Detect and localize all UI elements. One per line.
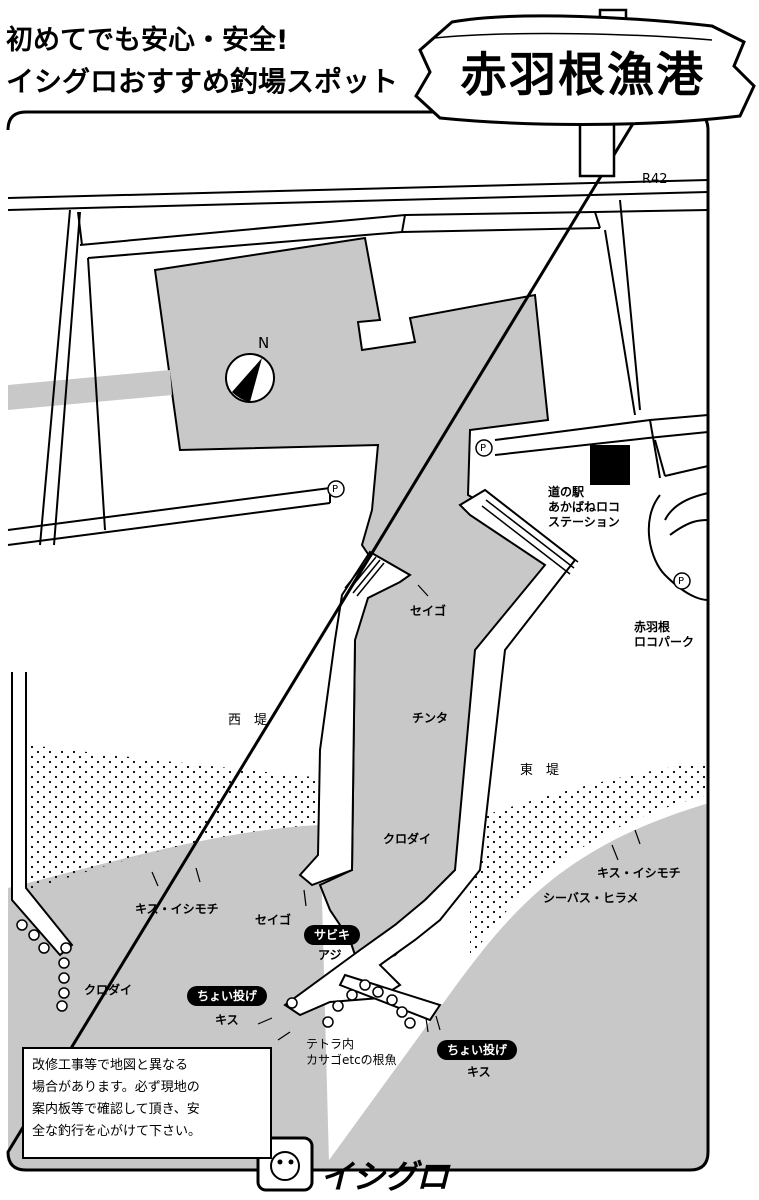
park-label: 赤羽根 (634, 620, 671, 634)
sea-area-east (300, 790, 708, 1170)
fish-label: カサゴetcの根魚 (306, 1053, 397, 1067)
notice-box: 改修工事等で地図と異なる 場合があります。必ず現地の 案内板等で確認して頂き、安… (22, 1047, 272, 1159)
method-badge: ちょい投げ (187, 986, 268, 1006)
fish-label: キス (215, 1013, 239, 1027)
notice-line: 全な釣行を心がけて下さい。 (32, 1124, 202, 1139)
fish-label: キス・イシモチ (135, 902, 219, 916)
fish-label: セイゴ (410, 604, 447, 618)
beach-west (30, 745, 322, 890)
parking-label: P (332, 484, 339, 495)
fish-label: キス (467, 1065, 491, 1079)
north-label: N (258, 334, 270, 352)
station-marker (590, 445, 630, 485)
fish-label: テトラ内 (306, 1037, 355, 1051)
parking-label: P (480, 443, 487, 454)
west-pier-label: 西 堤 (228, 713, 268, 728)
notice-line: 場合があります。必ず現地の (32, 1080, 200, 1095)
header-line-1: 初めてでも安心・安全! (6, 25, 289, 56)
fish-label: クロダイ (383, 832, 432, 846)
notice-line: 改修工事等で地図と異なる (32, 1058, 189, 1073)
fish-label: シーバス・ヒラメ (543, 891, 639, 905)
parking-label: P (678, 576, 685, 587)
fish-label: チンタ (412, 711, 449, 725)
brand-logo-text: イシグロ (320, 1157, 449, 1196)
east-pier-label: 東 堤 (520, 763, 560, 778)
beach-east (470, 760, 708, 960)
station-label: 道の駅 (548, 485, 585, 499)
fish-label: アジ (318, 948, 342, 962)
west-pier (298, 550, 412, 887)
notice-line: 案内板等で確認して頂き、安 (32, 1102, 200, 1117)
tetrapods (16, 919, 416, 1029)
park-label: ロコパーク (634, 635, 695, 649)
road-label: R42 (642, 172, 668, 187)
roads (7, 179, 709, 601)
sign-title: 赤羽根漁港 (460, 48, 705, 103)
fish-label: クロダイ (84, 983, 133, 997)
fish-label: セイゴ (255, 913, 292, 927)
station-label: あかばねロコ (548, 500, 621, 514)
signboard (414, 8, 756, 178)
method-badge: ちょい投げ (437, 1040, 518, 1060)
header-line-2: イシグロおすすめ釣場スポット (6, 65, 399, 98)
east-pier (283, 488, 577, 1017)
north-compass (225, 353, 275, 403)
fish-label: キス・イシモチ (597, 866, 681, 880)
method-badge: サビキ (304, 925, 361, 945)
station-label: ステーション (548, 515, 620, 529)
